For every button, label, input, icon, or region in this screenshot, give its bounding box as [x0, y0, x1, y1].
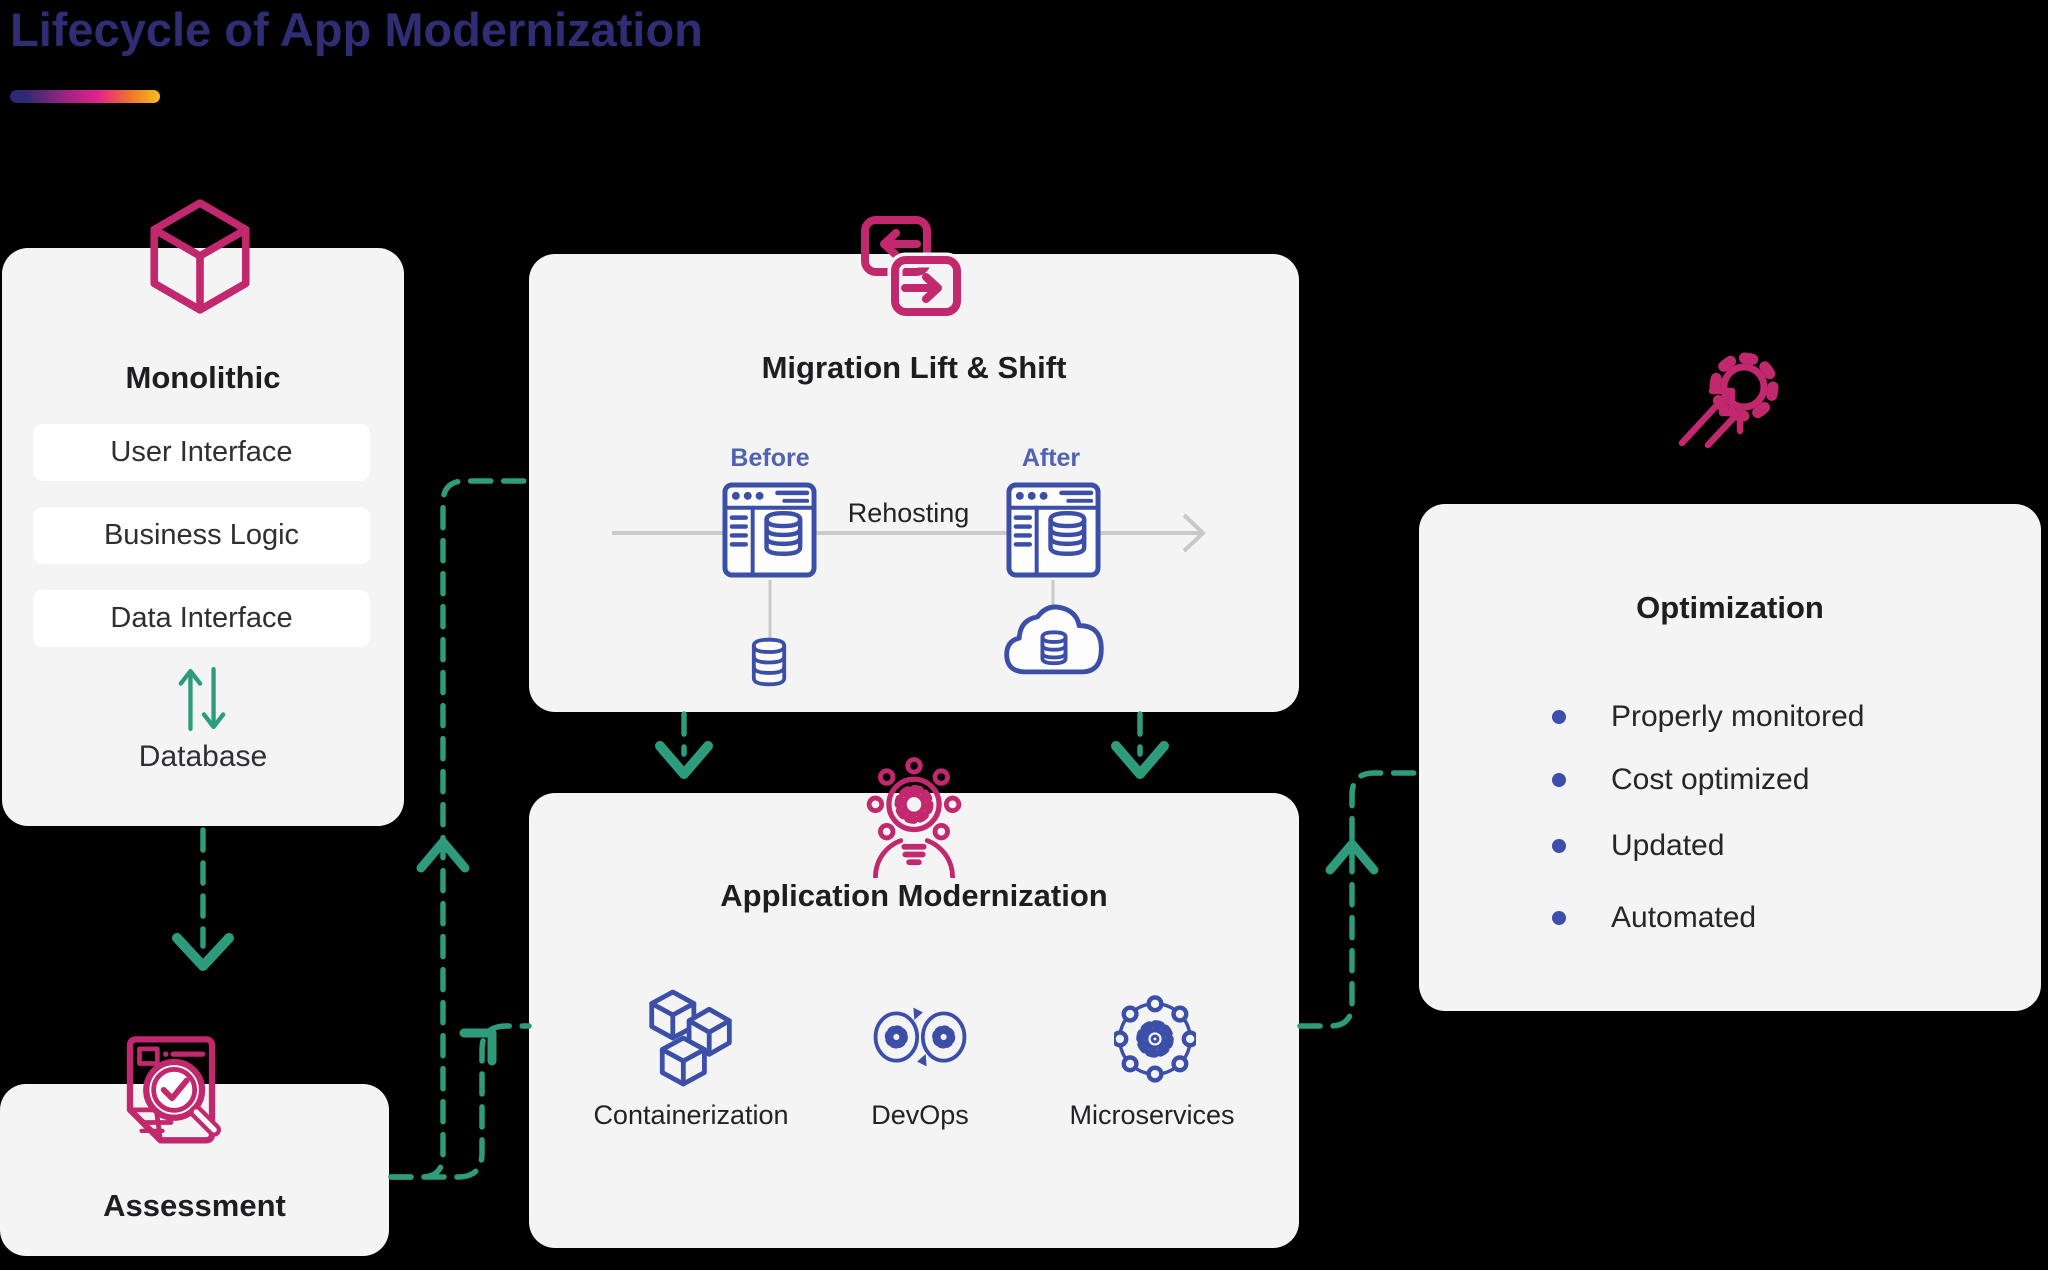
microservices-icon: [1114, 995, 1196, 1083]
bullet-label: Automated: [1611, 901, 1757, 934]
optimization-card: [1419, 504, 2041, 1011]
migration-card: [529, 254, 1299, 712]
optimization-bullet: Cost optimized: [1552, 758, 1809, 802]
containerization-label: Containerization: [593, 1100, 789, 1130]
database-cylinder-icon: [751, 637, 787, 687]
cubes-icon: [649, 989, 732, 1087]
optimization-bullet: Updated: [1552, 824, 1724, 868]
after-label: After: [1021, 444, 1081, 472]
microservices-label: Microservices: [1069, 1100, 1235, 1130]
page-title: Lifecycle of App Modernization: [10, 3, 703, 56]
before-label: Before: [730, 444, 810, 472]
optimization-bullet: Automated: [1552, 896, 1756, 940]
bullet-dot-icon: [1552, 911, 1566, 925]
connected-bulb-gear-icon: [866, 757, 962, 878]
optimization-title: Optimization: [1636, 590, 1824, 625]
title-underline: [10, 90, 160, 103]
bullet-dot-icon: [1552, 710, 1566, 724]
optimization-bullet: Properly monitored: [1552, 695, 1864, 739]
modernization-title: Application Modernization: [720, 878, 1108, 913]
bullet-label: Properly monitored: [1611, 700, 1865, 733]
monolithic-layer-row: Business Logic: [33, 507, 370, 564]
monolithic-layer-row: User Interface: [33, 424, 370, 481]
bullet-label: Cost optimized: [1611, 763, 1810, 796]
cube-icon: [150, 199, 250, 314]
assessment-title: Assessment: [103, 1188, 286, 1223]
server-window-icon: [722, 482, 817, 578]
monolithic-title: Monolithic: [125, 360, 281, 395]
rehosting-label: Rehosting: [847, 498, 970, 528]
report-magnifier-icon: [126, 1036, 221, 1144]
monolithic-layer-row: Data Interface: [33, 590, 370, 647]
migration-title: Migration Lift & Shift: [761, 350, 1067, 385]
devops-loop-icon: [873, 1007, 967, 1067]
bullet-dot-icon: [1552, 773, 1566, 787]
cloud-database-icon: [1004, 604, 1104, 675]
bullet-dot-icon: [1552, 839, 1566, 853]
sync-up-down-icon: [178, 666, 226, 732]
bullet-label: Updated: [1611, 829, 1725, 862]
devops-label: DevOps: [871, 1100, 969, 1130]
gear-growth-arrows-icon: [1678, 352, 1779, 449]
server-window-icon: [1006, 482, 1101, 578]
database-label: Database: [138, 740, 268, 773]
transfer-arrows-icon: [861, 216, 964, 318]
